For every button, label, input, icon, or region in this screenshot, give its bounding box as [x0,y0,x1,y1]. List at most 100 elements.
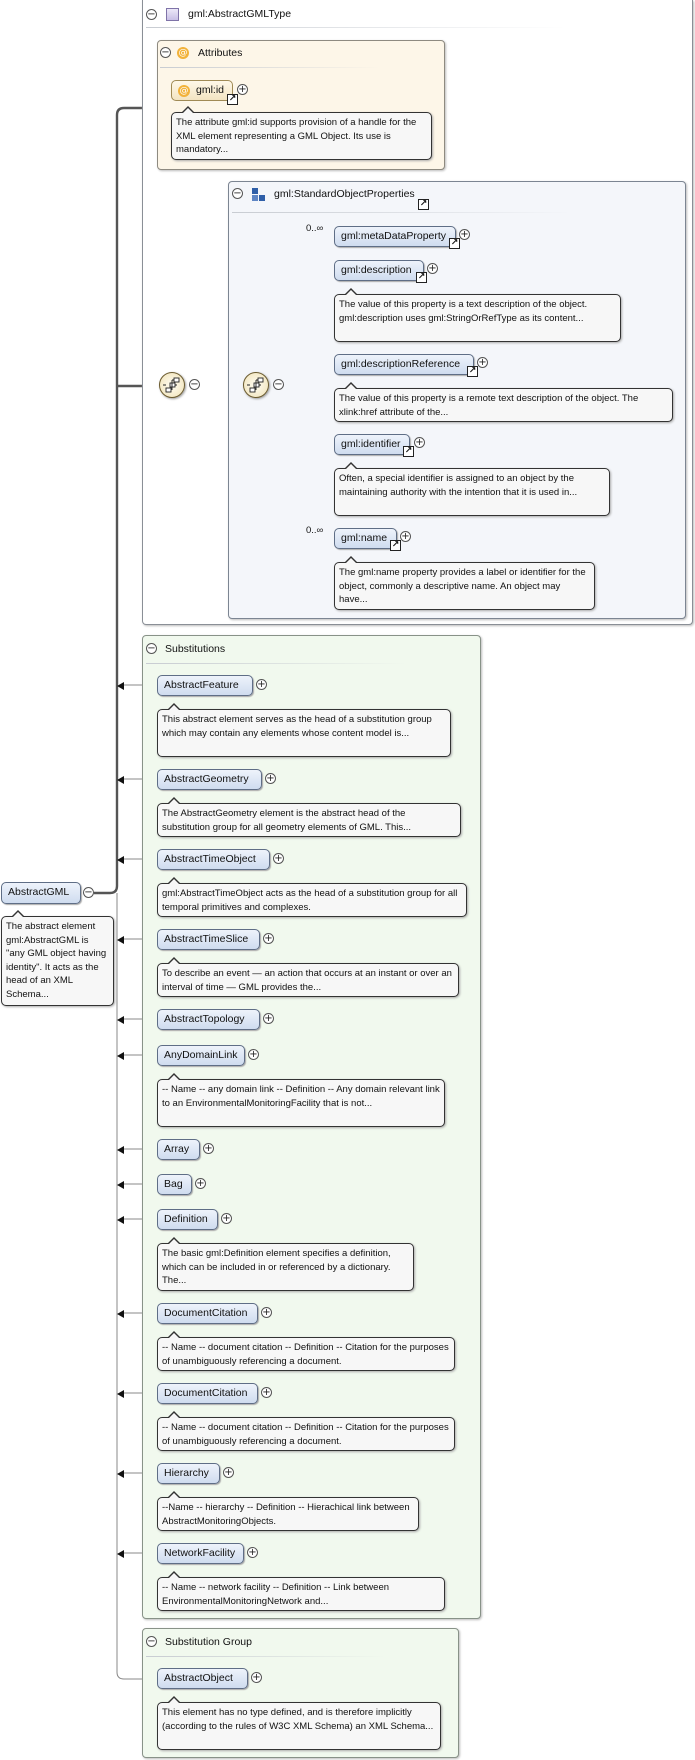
substitution-element[interactable]: Definition [157,1209,218,1230]
open-link-icon[interactable]: ↗ [467,366,478,377]
expand-substitution-toggle[interactable]: + [263,933,274,944]
sequence-glyph-icon [163,377,180,393]
substitution-doc: The basic gml:Definition element specifi… [157,1237,414,1291]
inner-sequence-compositor-icon[interactable] [243,372,269,398]
description-doc: The value of this property is a text des… [334,288,621,342]
substitution-element[interactable]: Hierarchy [157,1463,220,1484]
attributes-collapse-toggle[interactable]: − [160,47,171,58]
cardinality-label: 0..∞ [306,525,324,536]
substitution-element[interactable]: DocumentCitation [157,1383,258,1404]
open-link-icon[interactable]: ↗ [227,94,238,105]
substitution-group-collapse-toggle[interactable]: − [146,1636,157,1647]
root-label: AbstractGML [8,886,70,898]
element-label: gml:descriptionReference [341,358,461,370]
open-link-icon[interactable]: ↗ [449,238,460,249]
expand-substitution-toggle[interactable]: + [261,1387,272,1398]
attribute-icon: @ [178,85,190,97]
root-doc: The abstract element gml:AbstractGML is … [1,910,114,1006]
element-label: AnyDomainLink [164,1049,238,1061]
sequence-glyph-icon [247,377,264,393]
substitution-doc: -- Name -- any domain link -- Definition… [157,1073,445,1127]
inner-sequence-collapse-toggle[interactable]: − [273,379,284,390]
substitutions-title-rule [146,663,406,664]
expand-gml-id-toggle[interactable]: + [237,84,248,95]
standard-properties-collapse-toggle[interactable]: − [232,188,243,199]
complex-type-icon [166,8,179,21]
substitutions-collapse-toggle[interactable]: − [146,643,157,654]
expand-identifier-toggle[interactable]: + [414,437,425,448]
expand-substitution-toggle[interactable]: + [265,773,276,784]
substitutions-panel [142,635,481,1619]
identifier-doc: Often, a special identifier is assigned … [334,462,610,516]
element-gml-description[interactable]: gml:description [334,260,424,281]
attribute-icon: @ [177,47,189,59]
root-element-abstractgml[interactable]: AbstractGML [1,882,81,904]
expand-substitution-toggle[interactable]: + [273,853,284,864]
element-gml-identifier[interactable]: gml:identifier [334,434,410,455]
element-label: DocumentCitation [164,1387,248,1399]
substitution-doc: This abstract element serves as the head… [157,703,451,757]
open-link-icon[interactable]: ↗ [403,446,414,457]
substitution-arrow-icon [117,856,124,864]
open-link-icon[interactable]: ↗ [416,272,427,283]
substitution-doc: To describe an event — an action that oc… [157,957,459,997]
substitution-arrow-icon [117,1310,124,1318]
substitution-element[interactable]: AbstractTimeSlice [157,929,260,950]
substitution-arrow-icon [117,682,124,690]
substitution-arrow-icon [117,936,124,944]
element-gml-name[interactable]: gml:name [334,528,397,549]
element-label: AbstractTopology [164,1013,245,1025]
expand-substitution-toggle[interactable]: + [223,1467,234,1478]
open-link-icon[interactable]: ↗ [390,540,401,551]
element-label: DocumentCitation [164,1307,248,1319]
substitution-element[interactable]: AbstractTopology [157,1009,260,1030]
expand-substitution-toggle[interactable]: + [247,1547,258,1558]
type-panel-collapse-toggle[interactable]: − [146,9,157,20]
open-link-icon[interactable]: ↗ [418,199,429,210]
standard-properties-title-rule [232,212,572,213]
substitution-element[interactable]: NetworkFacility [157,1543,244,1564]
substitution-element[interactable]: AnyDomainLink [157,1045,245,1066]
substitution-arrow-icon [117,1181,124,1189]
element-gml-descriptionreference[interactable]: gml:descriptionReference [334,354,474,375]
substitution-arrow-icon [117,1216,124,1224]
type-panel-title: gml:AbstractGMLType [188,8,292,20]
substitution-element[interactable]: AbstractFeature [157,675,253,696]
expand-substitution-toggle[interactable]: + [221,1213,232,1224]
abstractobject-doc: This element has no type defined, and is… [157,1696,441,1750]
substitution-doc: -- Name -- document citation -- Definiti… [157,1331,455,1371]
expand-substitution-toggle[interactable]: + [195,1178,206,1189]
expand-substitution-toggle[interactable]: + [263,1013,274,1024]
element-label: gml:description [341,264,412,276]
expand-substitution-toggle[interactable]: + [256,679,267,690]
attribute-gml-id[interactable]: @ gml:id [171,80,233,101]
substitution-element[interactable]: DocumentCitation [157,1303,258,1324]
element-label: AbstractObject [164,1672,233,1684]
expand-descriptionreference-toggle[interactable]: + [477,357,488,368]
element-label: Definition [164,1213,208,1225]
expand-substitution-toggle[interactable]: + [261,1307,272,1318]
expand-substitution-toggle[interactable]: + [248,1049,259,1060]
element-abstractobject[interactable]: AbstractObject [157,1668,248,1689]
type-panel-title-rule [146,27,566,28]
sequence-collapse-toggle[interactable]: − [189,379,200,390]
substitution-element[interactable]: Array [157,1139,200,1160]
expand-name-toggle[interactable]: + [400,531,411,542]
expand-abstractobject-toggle[interactable]: + [251,1672,262,1683]
attributes-title-rule [160,67,380,68]
element-label: NetworkFacility [164,1547,236,1559]
element-label: Array [164,1143,190,1155]
substitution-doc: --Name -- hierarchy -- Definition -- Hie… [157,1491,419,1531]
substitution-arrow-icon [117,1016,124,1024]
root-collapse-toggle[interactable]: − [83,887,94,898]
expand-metadataproperty-toggle[interactable]: + [459,229,470,240]
standard-properties-title: gml:StandardObjectProperties [274,188,415,200]
substitution-element[interactable]: AbstractTimeObject [157,849,270,870]
element-gml-metadataproperty[interactable]: gml:metaDataProperty [334,226,456,247]
expand-description-toggle[interactable]: + [427,263,438,274]
expand-substitution-toggle[interactable]: + [203,1143,214,1154]
substitution-element[interactable]: AbstractGeometry [157,769,262,790]
cardinality-label: 0..∞ [306,223,324,234]
substitution-element[interactable]: Bag [157,1174,192,1195]
sequence-compositor-icon[interactable] [159,372,185,398]
